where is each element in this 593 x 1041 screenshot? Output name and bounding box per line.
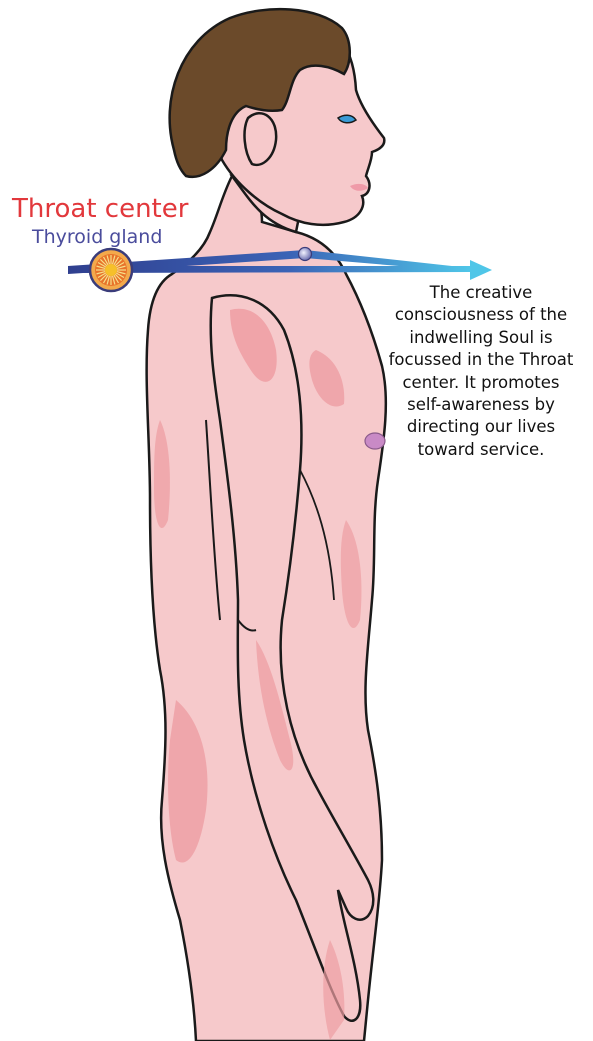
caption-line: The creative [366, 282, 593, 304]
eye-icon [338, 115, 356, 123]
caption-line: consciousness of the [366, 304, 593, 326]
head [170, 9, 385, 232]
caption-line: toward service. [366, 439, 593, 461]
chakra-inner [105, 264, 117, 276]
caption-line: indwelling Soul is [366, 327, 593, 349]
caption-line: self-awareness by [366, 394, 593, 416]
thyroid-gland-label: Thyroid gland [32, 226, 162, 248]
throat-chakra-sun-icon [90, 249, 132, 291]
body-silhouette [147, 176, 386, 1041]
caption-line: directing our lives [366, 416, 593, 438]
throat-center-label: Throat center [12, 194, 188, 224]
arrowhead-icon [470, 260, 492, 280]
thyroid-gland-dot-icon [299, 248, 312, 261]
caption-line: focussed in the Throat [366, 349, 593, 371]
caption-text: The creative consciousness of the indwel… [366, 282, 593, 461]
caption-line: center. It promotes [366, 372, 593, 394]
